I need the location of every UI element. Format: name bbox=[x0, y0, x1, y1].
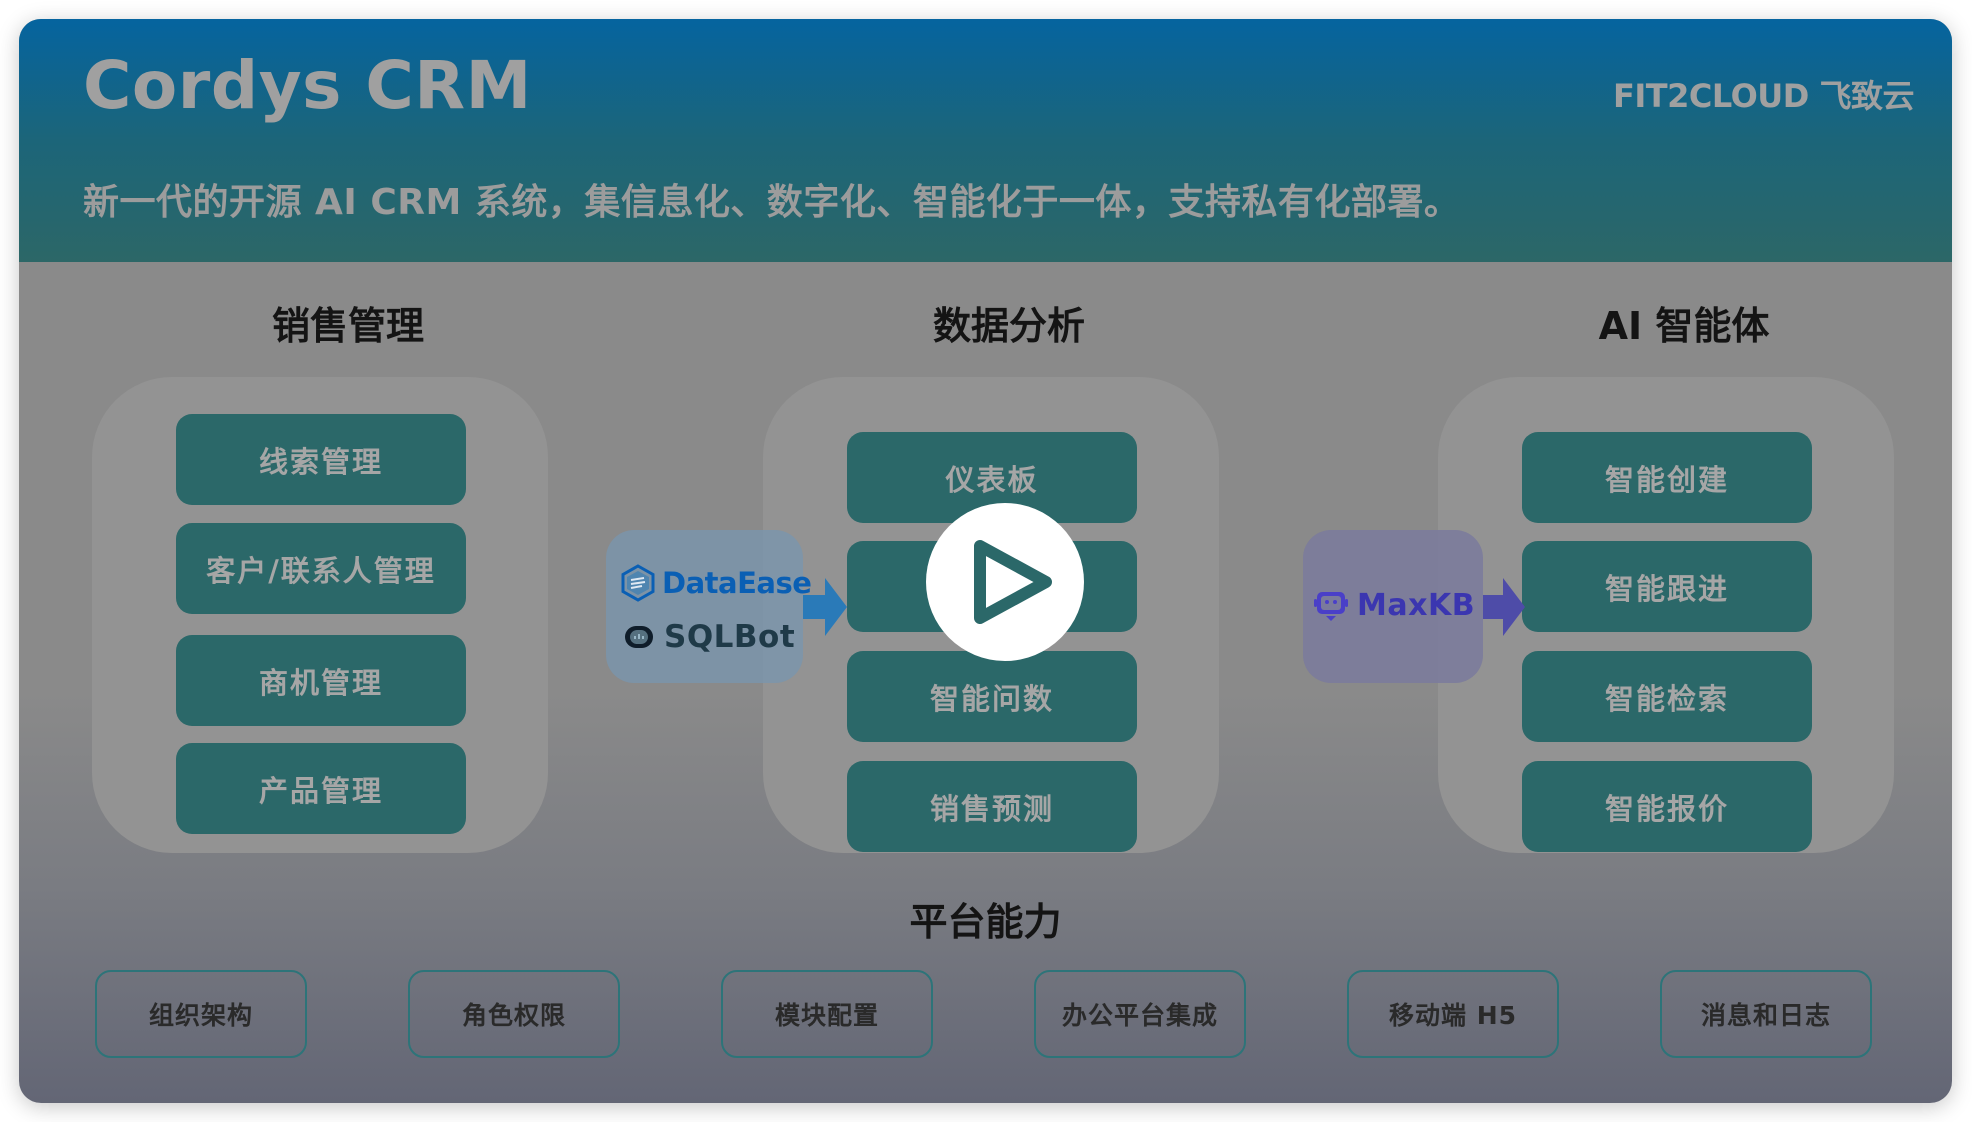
sqlbot-logo: SQLBot bbox=[622, 619, 795, 655]
section-title-platform: 平台能力 bbox=[909, 900, 1062, 944]
item-smart-query: 智能问数 bbox=[847, 651, 1137, 742]
brand-logo: FIT2CLOUD 飞致云 bbox=[1613, 77, 1915, 115]
maxkb-logo: MaxKB bbox=[1313, 588, 1475, 623]
section-title-analytics: 数据分析 bbox=[932, 304, 1085, 348]
product-title: Cordys CRM bbox=[83, 47, 532, 124]
play-button[interactable] bbox=[926, 503, 1084, 661]
item-opportunities: 商机管理 bbox=[176, 635, 466, 726]
item-customers-contacts: 客户/联系人管理 bbox=[176, 523, 466, 614]
section-title-ai-agents: AI 智能体 bbox=[1598, 304, 1770, 348]
platform-org-structure: 组织架构 bbox=[95, 970, 307, 1058]
item-smart-quote: 智能报价 bbox=[1522, 761, 1812, 852]
arrow-right-icon-ai bbox=[1483, 578, 1525, 636]
maxkb-robot-icon bbox=[1314, 591, 1348, 621]
maxkb-box: MaxKB bbox=[1303, 530, 1483, 683]
item-smart-search: 智能检索 bbox=[1522, 651, 1812, 742]
platform-office-integration: 办公平台集成 bbox=[1034, 970, 1246, 1058]
item-smart-create: 智能创建 bbox=[1522, 432, 1812, 523]
panel-sales: 线索管理 客户/联系人管理 商机管理 产品管理 bbox=[92, 377, 548, 853]
item-products: 产品管理 bbox=[176, 743, 466, 834]
platform-messages-logs: 消息和日志 bbox=[1660, 970, 1872, 1058]
arrow-right-icon bbox=[803, 578, 847, 636]
section-title-sales: 销售管理 bbox=[271, 304, 424, 348]
item-leads: 线索管理 bbox=[176, 414, 466, 505]
header-banner: Cordys CRM FIT2CLOUD 飞致云 新一代的开源 AI CRM 系… bbox=[19, 19, 1952, 262]
platform-module-config: 模块配置 bbox=[721, 970, 933, 1058]
dataease-hex-icon bbox=[621, 564, 655, 602]
item-sales-forecast: 销售预测 bbox=[847, 761, 1137, 852]
item-smart-followup: 智能跟进 bbox=[1522, 541, 1812, 632]
dataease-logo: DataEase bbox=[620, 564, 812, 602]
video-thumbnail-card[interactable]: Cordys CRM FIT2CLOUD 飞致云 新一代的开源 AI CRM 系… bbox=[19, 19, 1952, 1103]
product-subtitle: 新一代的开源 AI CRM 系统，集信息化、数字化、智能化于一体，支持私有化部署… bbox=[83, 182, 1461, 223]
play-icon bbox=[974, 540, 1052, 624]
platform-mobile-h5: 移动端 H5 bbox=[1347, 970, 1559, 1058]
sqlbot-robot-icon bbox=[625, 626, 653, 648]
dataease-sqlbot-box: DataEase SQLBot bbox=[606, 530, 812, 683]
platform-roles-permissions: 角色权限 bbox=[408, 970, 620, 1058]
